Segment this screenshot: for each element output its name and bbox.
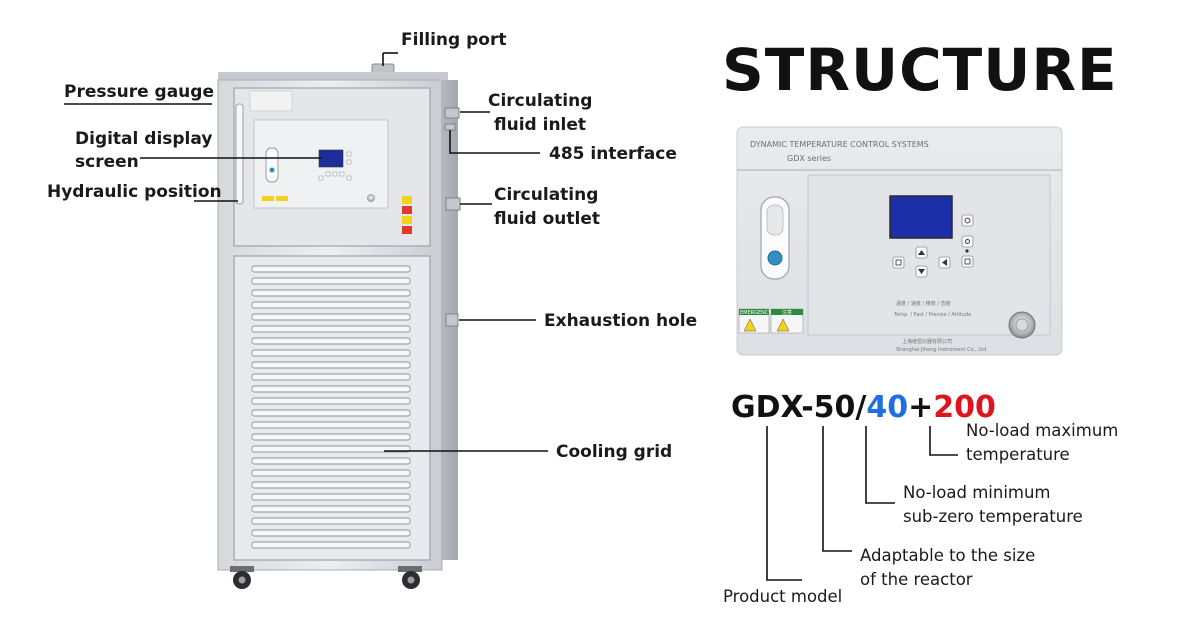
- label-min-temp-line1: No-load minimum: [903, 483, 1051, 502]
- grille-slat: [251, 337, 411, 345]
- panel-closeup: DYNAMIC TEMPERATURE CONTROL SYSTEMS GDX …: [736, 126, 1063, 356]
- grille-slat: [251, 493, 411, 501]
- grille-slat: [251, 265, 411, 273]
- grille-slat: [251, 349, 411, 357]
- grille-slat: [251, 505, 411, 513]
- closeup-caption-cn: 温度 / 速度 / 精度 / 态度: [896, 300, 951, 307]
- closeup-company-en: Shanghai Jiheng Instrument Co., Ltd.: [896, 347, 988, 353]
- machine-warning-labels: [262, 196, 412, 234]
- model-code-base: GDX-50/: [731, 390, 866, 425]
- label-reactor-size-line2: of the reactor: [860, 570, 973, 589]
- grille-slat: [251, 517, 411, 525]
- grille-slat: [251, 469, 411, 477]
- cooling-grille-slats: [251, 265, 411, 549]
- label-max-temp-line2: temperature: [966, 445, 1070, 464]
- label-min-temp-line2: sub-zero temperature: [903, 507, 1083, 526]
- label-pressure-gauge: Pressure gauge: [64, 82, 214, 102]
- side-fittings: [444, 107, 461, 327]
- grille-slat: [251, 529, 411, 537]
- badge-emergency-text: EMERGENCY: [740, 310, 772, 316]
- panel-sticker: [249, 90, 293, 112]
- closeup-keypad-glyphs: [895, 217, 971, 274]
- grille-slat: [251, 433, 411, 441]
- closeup-badges: EMERGENCY 注意: [738, 308, 804, 334]
- machine-handle-dot: [269, 167, 275, 173]
- grille-slat: [251, 277, 411, 285]
- machine-screen: [318, 149, 344, 168]
- label-hydraulic-position: Hydraulic position: [47, 182, 222, 202]
- label-fluid-inlet-line1: Circulating: [488, 91, 592, 111]
- grille-slat: [251, 409, 411, 417]
- model-code-max-temp: 200: [933, 390, 996, 425]
- label-reactor-size-line1: Adaptable to the size: [860, 546, 1035, 565]
- chiller-machine: [217, 63, 461, 589]
- model-callout-lines: [766, 426, 958, 581]
- grille-slat: [251, 541, 411, 549]
- machine-top: [218, 72, 448, 82]
- closeup-series: GDX series: [787, 154, 831, 163]
- grille-slat: [251, 361, 411, 369]
- closeup-knob-center: [1015, 318, 1029, 332]
- badge-warning-text: 注意: [782, 309, 792, 316]
- label-filling-port: Filling port: [401, 30, 506, 50]
- label-exhaustion-hole: Exhaustion hole: [544, 311, 697, 331]
- machine-buttons: [318, 151, 352, 181]
- label-fluid-outlet-line1: Circulating: [494, 185, 598, 205]
- hydraulic-tube: [235, 103, 244, 205]
- closeup-header: DYNAMIC TEMPERATURE CONTROL SYSTEMS: [750, 140, 929, 149]
- grille-slat: [251, 445, 411, 453]
- closeup-handle-slot: [766, 204, 784, 236]
- machine-handle: [265, 147, 279, 183]
- model-callouts: No-load maximum temperature No-load mini…: [723, 421, 1118, 606]
- closeup-handle-dot: [767, 250, 783, 266]
- label-fluid-inlet-line2: fluid inlet: [494, 115, 586, 135]
- grille-slat: [251, 289, 411, 297]
- machine-knob: [367, 194, 375, 202]
- label-digital-display-line1: Digital display: [75, 129, 212, 149]
- grille-slat: [251, 457, 411, 465]
- label-cooling-grid: Cooling grid: [556, 442, 672, 462]
- grille-slat: [251, 325, 411, 333]
- closeup-caption-en: Temp. / Fast / Precise / Attitude: [893, 312, 971, 318]
- grille-slat: [251, 481, 411, 489]
- machine-callouts: Filling port Pressure gauge Digital disp…: [47, 30, 697, 462]
- grille-slat: [251, 313, 411, 321]
- model-code: GDX-50/40+200: [731, 390, 996, 425]
- grille-slat: [251, 301, 411, 309]
- label-max-temp-line1: No-load maximum: [966, 421, 1118, 440]
- label-485-interface: 485 interface: [549, 144, 677, 164]
- label-fluid-outlet-line2: fluid outlet: [494, 209, 600, 229]
- model-code-plus: +: [908, 390, 933, 425]
- model-code-min-temp: 40: [866, 390, 908, 425]
- label-product-model: Product model: [723, 587, 842, 606]
- closeup-company-cn: 上海继恒仪器有限公司: [902, 338, 952, 345]
- page-title: STRUCTURE: [722, 36, 1118, 104]
- label-digital-display-line2: screen: [75, 152, 139, 172]
- machine-casters: [230, 566, 422, 589]
- grille-slat: [251, 385, 411, 393]
- closeup-screen: [889, 195, 953, 239]
- grille-slat: [251, 373, 411, 381]
- grille-slat: [251, 397, 411, 405]
- grille-slat: [251, 421, 411, 429]
